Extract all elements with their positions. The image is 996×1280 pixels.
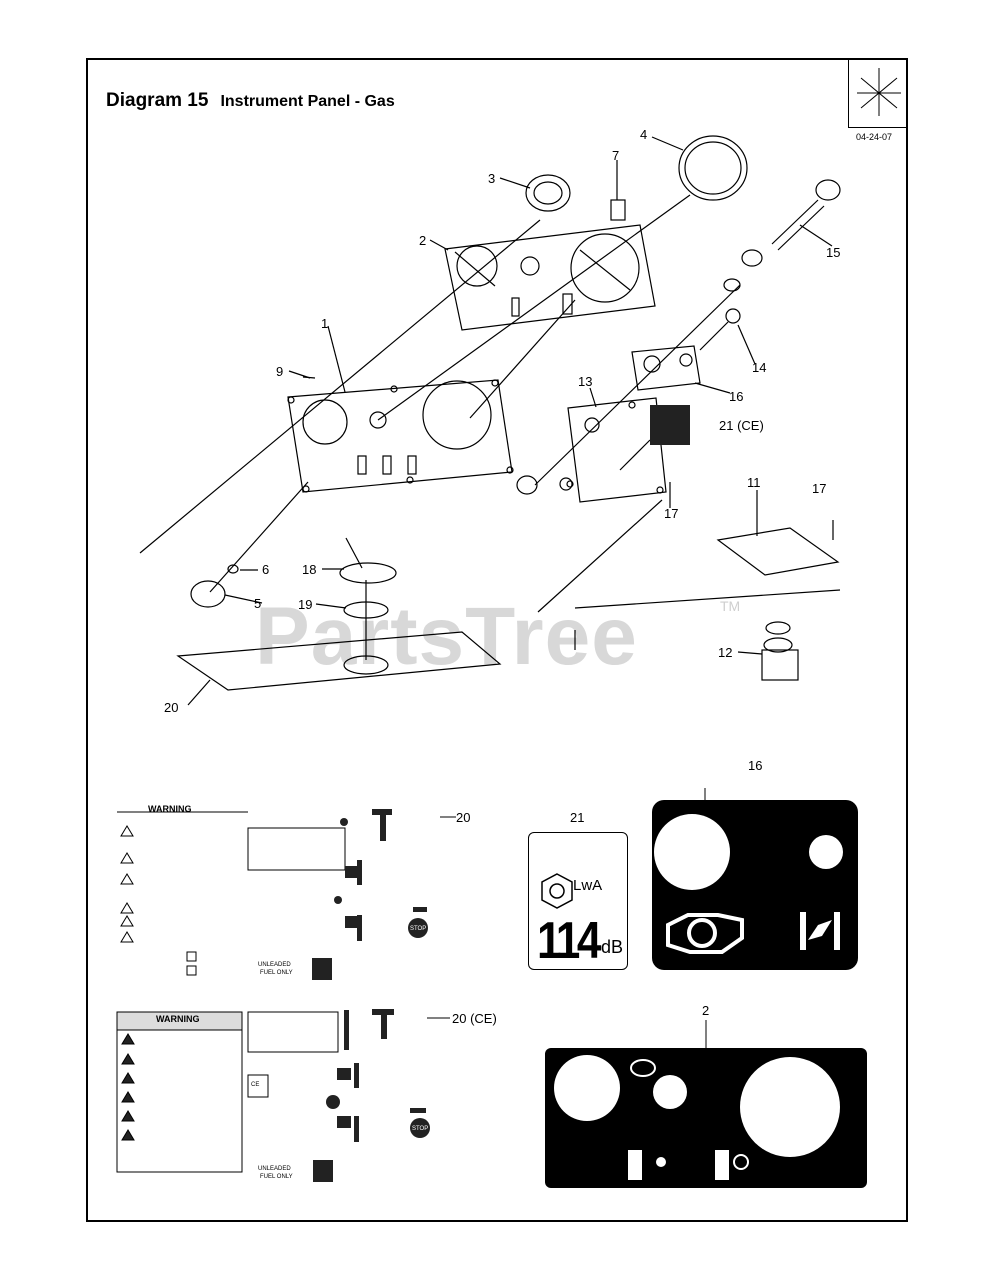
sound-level-unit: dB — [601, 937, 624, 957]
decal-20-stop: STOP — [410, 926, 427, 932]
part-20-decal-sheet — [176, 631, 502, 691]
callout-13: 13 — [578, 374, 593, 389]
callout-3: 3 — [488, 171, 496, 186]
panel-1-hole-right — [422, 380, 492, 450]
callout-6: 6 — [262, 562, 270, 577]
throttle-icon — [800, 912, 840, 950]
revision-date: 04-24-07 — [856, 132, 893, 142]
decal-20-warning: WARNING — [148, 804, 192, 814]
callout-20-ce-decal: 20 (CE) — [452, 1011, 497, 1026]
callout-9: 9 — [276, 364, 284, 379]
callout-21-ce: 21 (CE) — [719, 418, 764, 433]
diagram-subtitle: Instrument Panel - Gas — [220, 93, 395, 110]
callout-16-decal: 16 — [748, 758, 763, 773]
callout-21-decal: 21 — [570, 810, 585, 825]
part-7-switch — [610, 199, 626, 221]
callout-1: 1 — [321, 316, 329, 331]
decal-20ce-unleaded: UNLEADED — [258, 1166, 291, 1172]
diagram-label: Diagram 15 — [106, 90, 209, 111]
part-18-fuel-cap — [339, 562, 397, 584]
callout-19: 19 — [298, 597, 313, 612]
callout-2: 2 — [419, 233, 427, 248]
decal-20-unleaded: UNLEADED — [258, 962, 291, 968]
panel-1-plate — [287, 379, 513, 493]
decal-20ce-art — [116, 1011, 450, 1173]
callout-16-top: 16 — [729, 389, 744, 404]
decal-20ce-fuel-only: FUEL ONLY — [260, 1174, 293, 1180]
callout-4: 4 — [640, 127, 648, 142]
part-4-hour-meter — [678, 135, 748, 201]
decal-20ce-ce-mark: CE — [251, 1082, 260, 1088]
watermark-tm: TM — [720, 598, 741, 614]
callout-15: 15 — [826, 245, 841, 260]
page-title: Diagram 15 Instrument Panel - Gas — [106, 90, 395, 112]
callout-17-left: 17 — [664, 506, 679, 521]
hex-nut-icon — [541, 873, 573, 909]
orientation-compass-icon — [848, 58, 908, 128]
engine-oil-icon — [666, 913, 744, 954]
decal-20-fuel-only: FUEL ONLY — [260, 970, 293, 976]
sound-power-label: LwA — [573, 877, 603, 894]
decal-20ce-stop: STOP — [412, 1126, 429, 1132]
decal-16-panel — [652, 788, 858, 970]
callout-5: 5 — [254, 596, 262, 611]
callout-18: 18 — [302, 562, 317, 577]
callout-20: 20 — [164, 700, 179, 715]
callout-12: 12 — [718, 645, 733, 660]
diagram-frame — [86, 58, 908, 1222]
part-16-decal — [631, 345, 701, 391]
decal-20ce-symbols — [313, 1009, 430, 1182]
part-11-bracket — [716, 527, 840, 576]
callout-20-decal: 20 — [456, 810, 471, 825]
callout-11: 11 — [747, 475, 761, 490]
decal-20ce-warning: WARNING — [156, 1014, 200, 1024]
sound-level-value: 114 — [537, 912, 602, 970]
callout-14: 14 — [752, 360, 767, 375]
callout-17-right: 17 — [812, 481, 827, 496]
decal-20-symbols — [312, 809, 428, 980]
part-21-ce-label-block — [650, 405, 690, 445]
part-12-key-switch — [761, 649, 799, 681]
part-13-panel — [567, 397, 667, 503]
decal-20-art — [117, 811, 456, 976]
panel-1-hole-left — [302, 399, 348, 445]
callout-2-decal: 2 — [702, 1003, 710, 1018]
callout-7: 7 — [612, 148, 620, 163]
panel-2-decal — [444, 224, 656, 331]
watermark: PartsTree — [255, 591, 638, 682]
part-3-gauge — [525, 174, 571, 212]
decal-2-panel — [545, 1020, 867, 1188]
part-14-knob — [725, 308, 741, 324]
panel-1-hole-small — [369, 411, 387, 429]
decal-21-sound-level: LwA 114 dB — [528, 832, 628, 970]
part-15-knob — [815, 179, 841, 201]
part-5-switch — [190, 580, 226, 608]
